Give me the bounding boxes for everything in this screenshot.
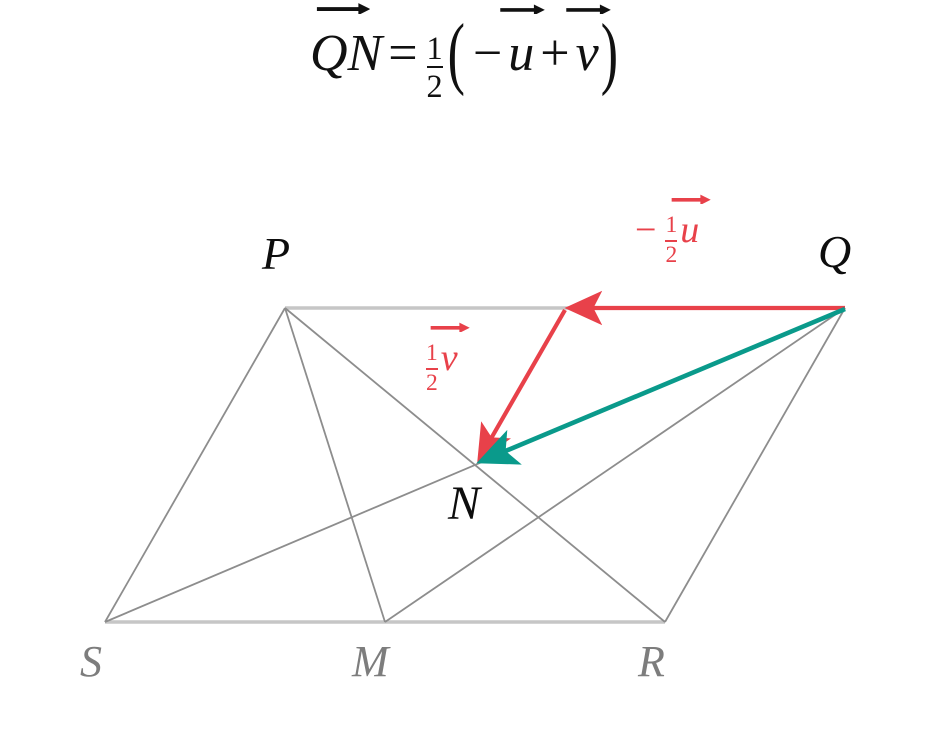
point-label-M: M xyxy=(352,637,389,686)
equation-point-N: N xyxy=(347,25,383,82)
vector-half-v xyxy=(477,308,567,463)
fraction-numerator: 1 xyxy=(665,212,678,239)
equation-point-Q: Q xyxy=(309,25,348,82)
equation-symbol-u: u xyxy=(508,25,535,82)
point-label-S: S xyxy=(80,637,102,686)
fraction-bar xyxy=(665,239,678,242)
edge-PS xyxy=(104,307,286,623)
point-label-P: P xyxy=(262,228,291,279)
point-label-Q: Q xyxy=(818,226,852,277)
vector-label-minus-sign: − xyxy=(635,209,657,251)
fraction-denominator: 2 xyxy=(426,68,443,105)
fraction-bar xyxy=(426,367,438,370)
fraction-denominator: 2 xyxy=(426,369,438,396)
equation-symbol-v: v xyxy=(575,25,599,82)
equation-open-paren: ( xyxy=(447,9,465,98)
segment-QM xyxy=(384,307,846,623)
fraction-denominator: 2 xyxy=(665,241,678,268)
point-label-R: R xyxy=(638,637,665,686)
vector-QN-resultant xyxy=(476,306,846,465)
vector-label-symbol-u: u xyxy=(680,209,700,251)
edge-QR xyxy=(664,307,846,623)
segment-PM xyxy=(284,307,386,623)
vector-label-symbol-v: v xyxy=(440,337,458,379)
equation-plus-sign: + xyxy=(540,25,570,82)
fraction-bar xyxy=(426,66,443,69)
point-label-N: N xyxy=(448,477,481,530)
fraction-numerator: 1 xyxy=(426,29,443,66)
vector-v-symbol-group: v xyxy=(430,322,470,379)
fraction-numerator: 1 xyxy=(426,340,438,367)
vector-QN-term: QN xyxy=(309,3,383,82)
vector-u-symbol-group: u xyxy=(671,194,711,251)
equation-close-paren: ) xyxy=(600,9,619,98)
equation-minus-sign: − xyxy=(472,25,503,82)
equation-equals: = xyxy=(388,25,418,82)
